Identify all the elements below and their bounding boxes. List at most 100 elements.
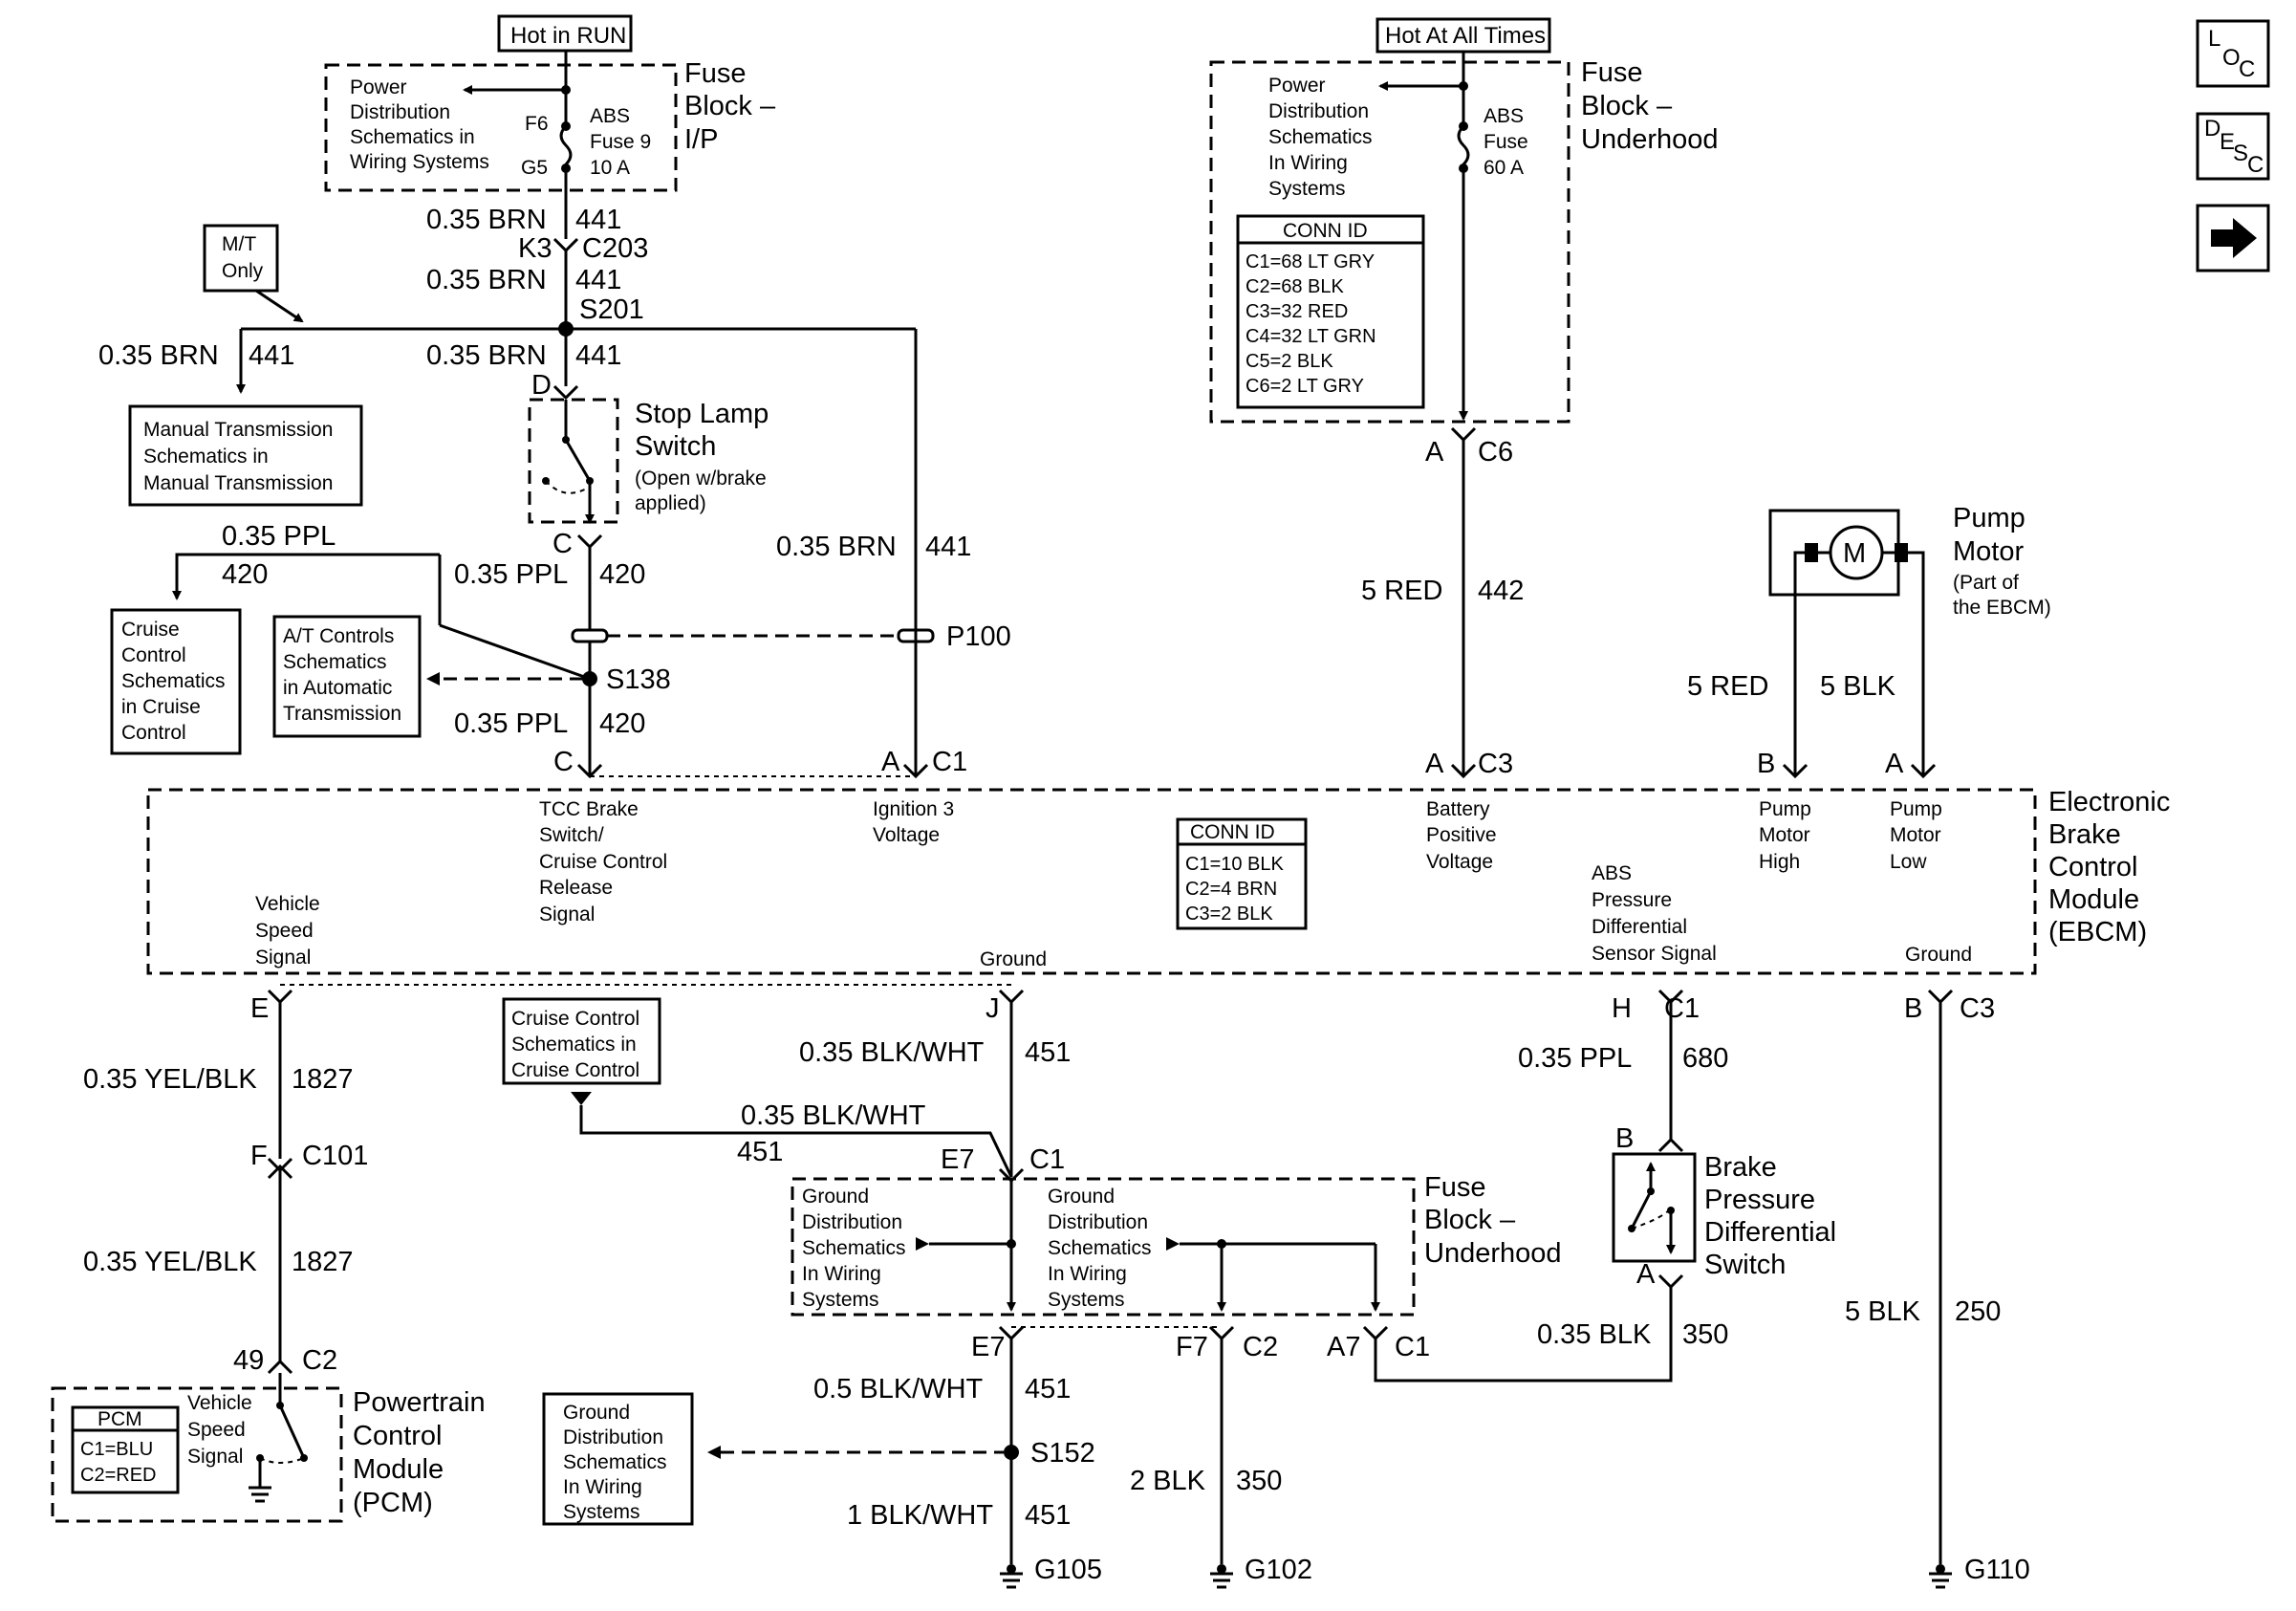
svg-text:10 A: 10 A xyxy=(590,157,630,179)
svg-text:applied): applied) xyxy=(635,492,706,514)
svg-text:Brake: Brake xyxy=(2048,819,2121,850)
svg-text:C3=32 RED: C3=32 RED xyxy=(1245,301,1348,322)
svg-text:C5=2 BLK: C5=2 BLK xyxy=(1245,351,1333,372)
svg-text:451: 451 xyxy=(1025,1500,1071,1531)
svg-text:1 BLK/WHT: 1 BLK/WHT xyxy=(847,1500,993,1531)
svg-text:0.35 PPL: 0.35 PPL xyxy=(222,521,336,552)
svg-text:E: E xyxy=(250,993,269,1024)
svg-text:Ground: Ground xyxy=(563,1402,630,1424)
svg-text:C101: C101 xyxy=(302,1141,368,1171)
svg-text:C3: C3 xyxy=(1960,993,1995,1024)
svg-text:C2=68 BLK: C2=68 BLK xyxy=(1245,276,1345,297)
svg-text:C2=RED: C2=RED xyxy=(80,1465,156,1486)
svg-text:H: H xyxy=(1612,993,1632,1024)
svg-text:Signal: Signal xyxy=(187,1446,243,1468)
svg-text:Schematics: Schematics xyxy=(1268,126,1373,148)
svg-text:0.35 YEL/BLK: 0.35 YEL/BLK xyxy=(83,1064,257,1095)
cruise-control-box[interactable]: Cruise Control Schematics in Cruise Cont… xyxy=(110,608,242,755)
svg-text:S201: S201 xyxy=(579,294,644,325)
svg-text:442: 442 xyxy=(1478,576,1524,606)
svg-text:Only: Only xyxy=(222,260,264,282)
svg-text:ABS: ABS xyxy=(1484,105,1524,127)
svg-text:420: 420 xyxy=(222,559,268,590)
svg-text:Ground: Ground xyxy=(980,948,1047,970)
svg-text:451: 451 xyxy=(1025,1037,1071,1068)
svg-text:A: A xyxy=(1636,1259,1656,1290)
svg-text:C: C xyxy=(552,529,573,559)
desc-nav-button[interactable]: D E S C xyxy=(2196,112,2270,181)
next-arrow-button[interactable] xyxy=(2196,204,2270,272)
svg-text:Ground: Ground xyxy=(1048,1186,1115,1208)
svg-text:Switch: Switch xyxy=(1704,1250,1786,1280)
svg-text:Power: Power xyxy=(1268,75,1326,97)
svg-text:2 BLK: 2 BLK xyxy=(1130,1466,1206,1496)
svg-text:0.35 BRN: 0.35 BRN xyxy=(426,340,547,371)
svg-text:A: A xyxy=(881,747,900,777)
svg-text:Pump: Pump xyxy=(1890,798,1942,820)
svg-text:Ground: Ground xyxy=(1905,944,1972,966)
svg-text:I/P: I/P xyxy=(684,124,718,155)
splice-s152 xyxy=(1004,1445,1019,1460)
svg-text:Vehicle: Vehicle xyxy=(187,1392,252,1414)
stop-lamp-switch-title: Stop Lamp xyxy=(635,399,769,429)
svg-text:(PCM): (PCM) xyxy=(353,1488,433,1518)
svg-text:Schematics: Schematics xyxy=(802,1237,906,1259)
svg-text:0.35 BLK/WHT: 0.35 BLK/WHT xyxy=(741,1100,926,1131)
manual-transmission-box[interactable]: Manual Transmission Schematics in Manual… xyxy=(128,404,363,507)
svg-text:Control: Control xyxy=(2048,852,2138,882)
svg-text:0.35 PPL: 0.35 PPL xyxy=(454,708,568,739)
svg-text:420: 420 xyxy=(599,559,645,590)
svg-text:Motor: Motor xyxy=(1953,536,2024,567)
svg-text:C: C xyxy=(2247,152,2264,178)
svg-text:C2: C2 xyxy=(1243,1332,1278,1362)
svg-text:441: 441 xyxy=(575,205,621,235)
pcm-module: PCM C1=BLU C2=RED Vehicle Speed Signal P… xyxy=(51,1373,486,1523)
svg-text:ABS: ABS xyxy=(1592,862,1632,884)
svg-text:E7: E7 xyxy=(971,1332,1005,1362)
brake-pressure-differential-switch: Brake Pressure Differential Switch xyxy=(1612,1152,1836,1280)
cruise-control-box-2[interactable]: Cruise Control Schematics in Cruise Cont… xyxy=(502,997,661,1085)
svg-text:Schematics: Schematics xyxy=(121,670,226,692)
svg-text:Cruise: Cruise xyxy=(121,619,180,641)
svg-text:Underhood: Underhood xyxy=(1581,124,1719,155)
ebcm-module: Electronic Brake Control Module (EBCM) T… xyxy=(146,787,2170,975)
svg-text:0.35 BLK/WHT: 0.35 BLK/WHT xyxy=(799,1037,985,1068)
svg-text:0.35 PPL: 0.35 PPL xyxy=(454,559,568,590)
svg-text:Block –: Block – xyxy=(1424,1205,1516,1235)
svg-text:0.5 BLK/WHT: 0.5 BLK/WHT xyxy=(813,1374,984,1404)
svg-text:Speed: Speed xyxy=(187,1419,246,1441)
at-controls-box[interactable]: A/T Controls Schematics in Automatic Tra… xyxy=(272,615,422,738)
svg-text:A7: A7 xyxy=(1327,1332,1360,1362)
svg-text:C: C xyxy=(553,747,574,777)
svg-text:Sensor Signal: Sensor Signal xyxy=(1592,943,1717,965)
svg-text:5 BLK: 5 BLK xyxy=(1845,1296,1921,1327)
svg-text:5 RED: 5 RED xyxy=(1687,671,1768,702)
loc-nav-button[interactable]: L O C xyxy=(2196,19,2270,88)
pcm-title: Powertrain xyxy=(353,1387,486,1418)
svg-text:P100: P100 xyxy=(946,621,1011,652)
svg-text:0.35 BRN: 0.35 BRN xyxy=(776,532,897,562)
svg-text:Differential: Differential xyxy=(1592,916,1687,938)
svg-text:680: 680 xyxy=(1682,1043,1728,1074)
svg-text:Fuse: Fuse xyxy=(1424,1172,1485,1203)
svg-text:E7: E7 xyxy=(941,1144,974,1175)
svg-text:C3: C3 xyxy=(1478,749,1513,779)
svg-text:C4=32 LT GRN: C4=32 LT GRN xyxy=(1245,326,1376,347)
svg-text:49: 49 xyxy=(233,1345,264,1376)
svg-text:Motor: Motor xyxy=(1890,824,1941,846)
svg-text:High: High xyxy=(1759,851,1800,873)
svg-text:441: 441 xyxy=(249,340,294,371)
svg-text:Switch: Switch xyxy=(635,431,716,462)
svg-text:Switch/: Switch/ xyxy=(539,824,604,846)
right-arrow-icon xyxy=(2211,218,2257,258)
svg-text:Low: Low xyxy=(1890,851,1927,873)
svg-text:Block –: Block – xyxy=(1581,91,1673,121)
svg-text:J: J xyxy=(986,993,1000,1024)
svg-text:420: 420 xyxy=(599,708,645,739)
svg-text:C6=2 LT GRY: C6=2 LT GRY xyxy=(1245,376,1364,397)
svg-text:G102: G102 xyxy=(1245,1555,1312,1585)
pump-motor-title: Pump xyxy=(1953,503,2025,533)
bpds-title: Brake xyxy=(1704,1152,1777,1183)
ground-distribution-box[interactable]: Ground Distribution Schematics In Wiring… xyxy=(542,1392,694,1526)
svg-text:Differential: Differential xyxy=(1704,1217,1836,1248)
